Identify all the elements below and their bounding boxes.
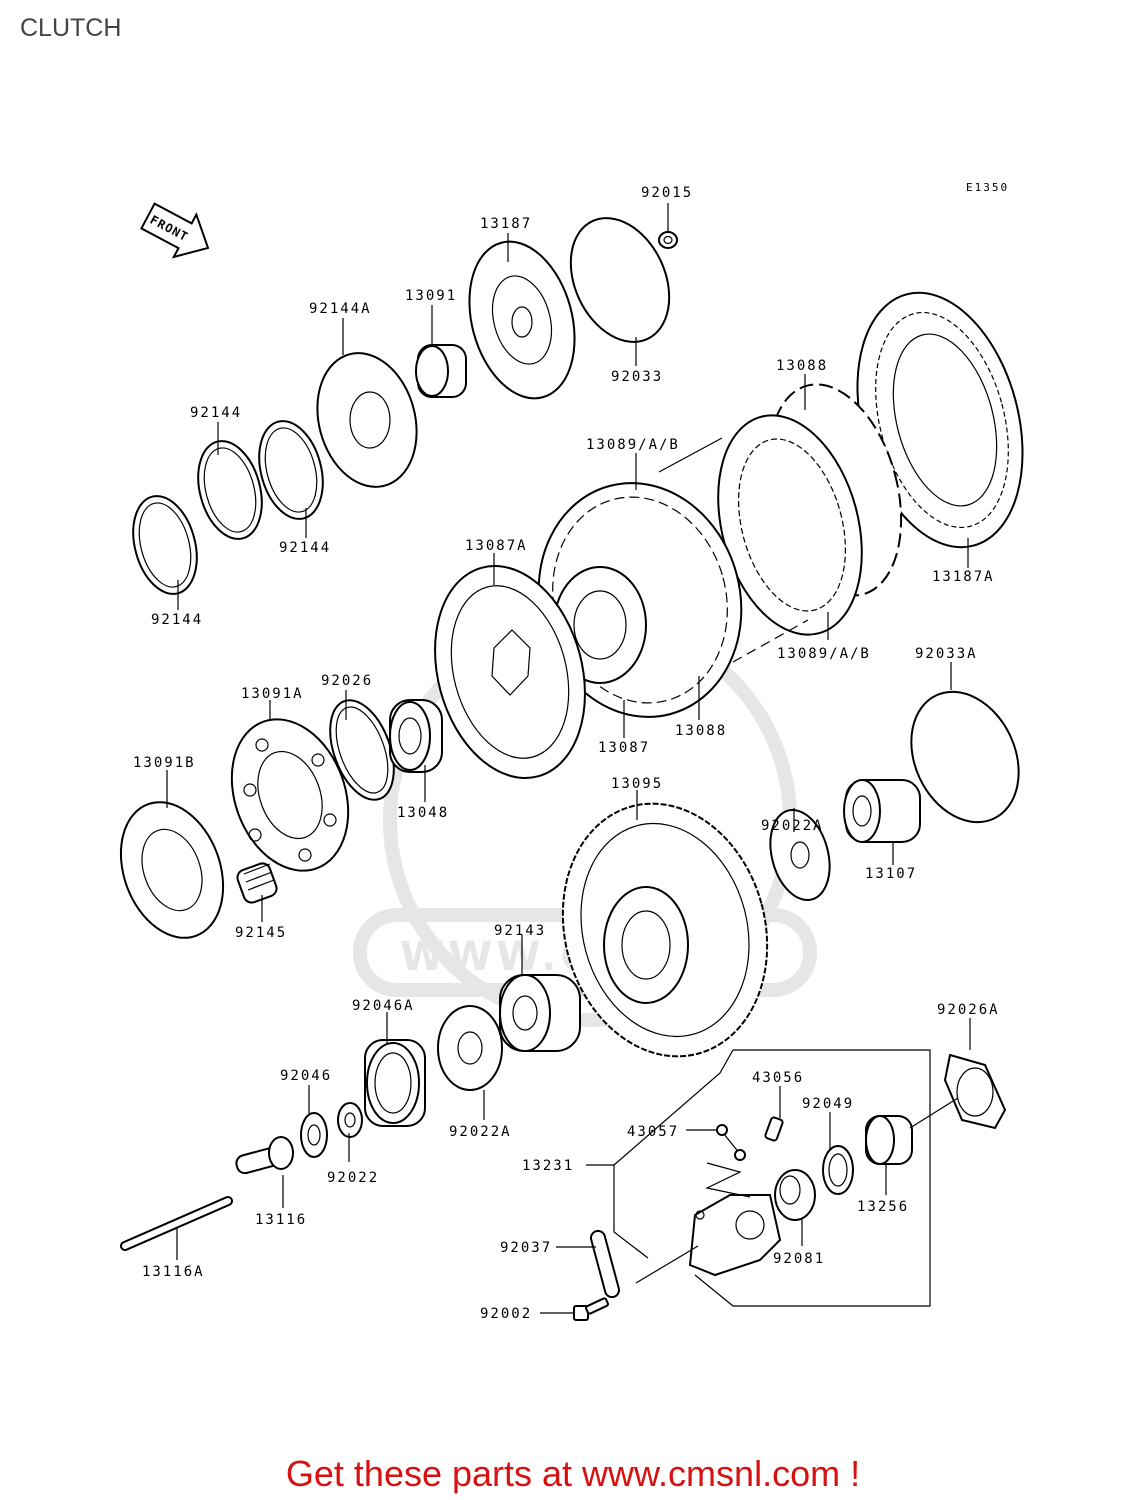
callout-13091A: 13091A [241,686,304,702]
callout-13107: 13107 [865,866,917,882]
callout-92037: 92037 [500,1240,552,1256]
page-title: CLUTCH [20,14,122,42]
part-92022A-washer-bottom [437,1005,503,1091]
callout-13256: 13256 [857,1199,909,1215]
part-43057-cap [716,1124,746,1161]
callout-92022: 92022 [327,1170,379,1186]
part-13091A-holder [230,718,350,872]
callout-92081: 92081 [773,1251,825,1267]
callout-92015: 92015 [641,185,693,201]
callout-92026A: 92026A [937,1002,1000,1018]
callout-92143: 92143 [494,923,546,939]
callout-92145: 92145 [235,925,287,941]
part-92033-circlip [569,217,671,343]
part-13087-hub [537,482,743,718]
part-92145-spring [236,862,278,904]
callout-13091: 13091 [405,288,457,304]
part-92022A-washer-top [769,808,831,902]
part-92026-ring [329,699,395,801]
leader-lines [166,203,971,1314]
callout-92144-mid: 92144 [279,540,331,556]
callout-13187: 13187 [480,216,532,232]
callout-92022A-top: 92022A [761,818,824,834]
part-92144-washer-1 [258,420,324,520]
callout-13091B: 13091B [133,755,196,771]
callout-92144-top: 92144 [190,405,242,421]
callout-13087A: 13087A [465,538,528,554]
part-92144-washer-3 [132,495,198,595]
part-92026A-gasket [943,1053,1007,1130]
part-13116-pushrod [235,1136,294,1175]
part-92081-boot [774,1169,816,1221]
part-92033A-circlip [910,690,1020,824]
callout-92046A: 92046A [352,998,415,1014]
part-13091-bearing [415,344,467,398]
callout-92033A: 92033A [915,646,978,662]
callout-92002: 92002 [480,1306,532,1322]
callout-92144A: 92144A [309,301,372,317]
callout-92022A-bot: 92022A [449,1124,512,1140]
callout-13089-top: 13089/A/B [586,437,680,453]
part-92015-nut [658,231,678,249]
part-13116A-rod [120,1196,233,1251]
part-13095-housing [561,802,769,1058]
part-92143-collar [499,974,581,1052]
callout-13095: 13095 [611,776,663,792]
callout-92046: 92046 [280,1068,332,1084]
part-92037-pin [590,1229,620,1299]
part-13187-plate [468,240,576,400]
part-13048-collar [389,699,443,773]
part-13091B-plate [119,801,225,939]
callout-13231: 13231 [522,1158,574,1174]
part-13231-slave-cylinder [688,1194,782,1277]
footer-link[interactable]: Get these parts at www.cmsnl.com ! [285,1453,861,1494]
callout-43056: 43056 [752,1070,804,1086]
part-13087A-plate [434,565,586,779]
callout-13088-top: 13088 [776,358,828,374]
callout-13087: 13087 [598,740,650,756]
callout-43057: 43057 [627,1124,679,1140]
part-92022-washer [337,1102,363,1138]
part-92046-bearing [300,1112,328,1158]
callout-labels: 92015 13187 92033 13091 92144A 92144 921… [133,185,1000,1322]
part-92144A-washer [316,352,418,488]
part-92144-washer-2 [197,440,263,540]
diagram-code: E1350 [966,181,1009,194]
callout-13187A: 13187A [932,569,995,585]
part-92002-bolt [573,1297,610,1321]
callout-13089-bot: 13089/A/B [777,646,871,662]
callout-92033: 92033 [611,369,663,385]
callout-13048: 13048 [397,805,449,821]
callout-13116A: 13116A [142,1264,205,1280]
callout-92144-bot: 92144 [151,612,203,628]
callout-92026: 92026 [321,673,373,689]
front-arrow-icon: FRONT [140,202,210,259]
callout-92049: 92049 [802,1096,854,1112]
part-43056-bleeder [764,1116,784,1142]
part-13107-sleeve [843,779,921,843]
part-92046A-bearing [364,1039,426,1127]
part-13256-bearing [865,1115,913,1165]
part-92049-seal [822,1145,854,1195]
callout-13088-bot: 13088 [675,723,727,739]
callout-13116: 13116 [255,1212,307,1228]
